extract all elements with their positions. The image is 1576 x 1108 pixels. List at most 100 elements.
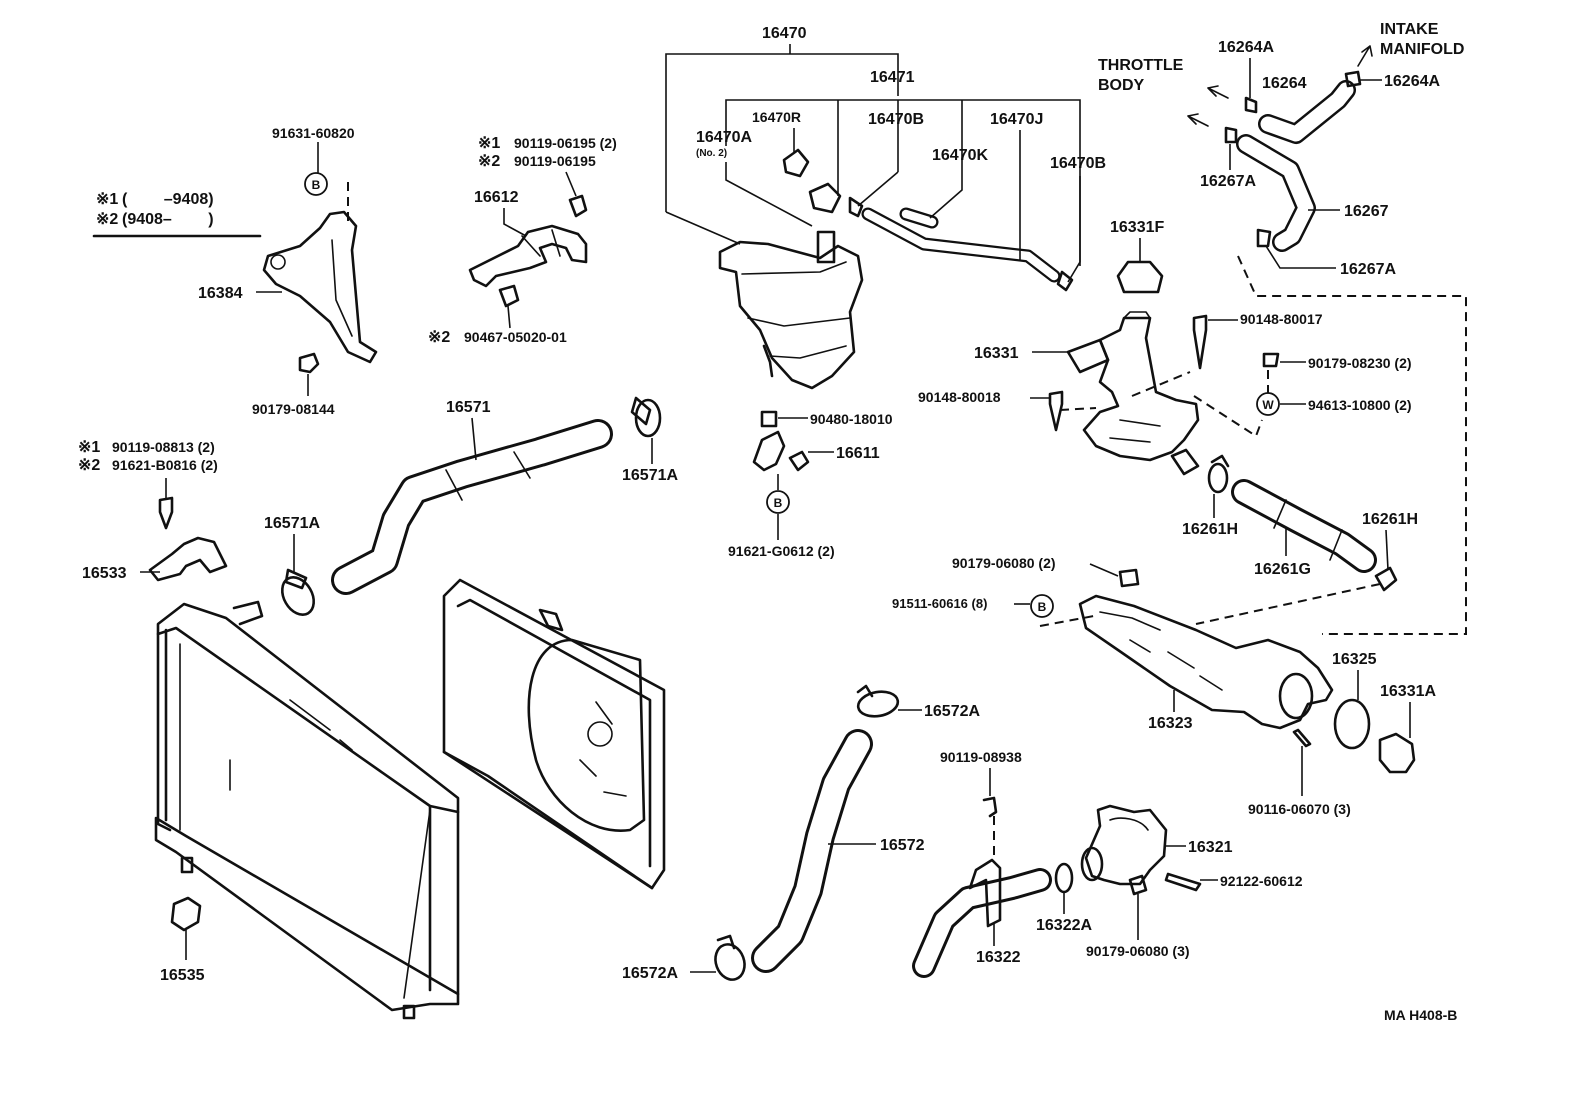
note2-mark-c: ※2 bbox=[78, 457, 100, 474]
arrow-to-throttle-b bbox=[1187, 113, 1209, 127]
part-label-16571-group: 16571 16571A 16571A bbox=[264, 399, 678, 572]
nut-90179-08230 bbox=[1262, 352, 1280, 368]
label-16470K: 16470K bbox=[932, 147, 988, 164]
outlet-lower-spigot bbox=[1170, 448, 1200, 476]
stud-92122-60612 bbox=[1164, 872, 1202, 892]
part-label-16331-group: 16331F 90148-80017 16331 90179-08230 (2)… bbox=[918, 219, 1412, 416]
bolt-90119-08813 bbox=[158, 496, 174, 530]
washer-w-symbol bbox=[1256, 392, 1280, 416]
label-16331: 16331 bbox=[974, 345, 1019, 362]
bracket-16384-body bbox=[262, 210, 378, 364]
water-inlet-opening bbox=[1080, 846, 1104, 882]
part-label-91631-60820: 91631-60820 B bbox=[272, 125, 355, 196]
label-16264A-a: 16264A bbox=[1218, 39, 1274, 56]
part-label-16611-group: 90480-18010 16611 B 91621-G0612 (2) bbox=[728, 411, 893, 559]
part-label-90179-08144: 90179-08144 bbox=[252, 352, 335, 417]
label-90148-80017: 90148-80017 bbox=[1240, 311, 1323, 327]
label-90148-80018: 90148-80018 bbox=[918, 389, 1001, 405]
arrow-to-intake bbox=[1357, 45, 1373, 67]
part-label-16323-group: 90179-06080 (2) 91511-60616 (8) B 16323 … bbox=[892, 555, 1436, 817]
hose-16264 bbox=[1244, 70, 1362, 144]
label-16571: 16571 bbox=[446, 399, 491, 416]
label-16267A-b: 16267A bbox=[1340, 261, 1396, 278]
radiator-lower-tank bbox=[154, 816, 460, 1012]
label-91511-60616: 91511-60616 (8) bbox=[892, 596, 987, 611]
label-16331A: 16331A bbox=[1380, 683, 1436, 700]
bolt-90119-06195 bbox=[568, 194, 588, 218]
label-16325: 16325 bbox=[1332, 651, 1377, 668]
bracket-16533 bbox=[148, 496, 228, 582]
gasket-16325 bbox=[1333, 698, 1371, 750]
label-16384: 16384 bbox=[198, 285, 243, 302]
part-label-90119-06195: ※1 90119-06195 (2) ※2 90119-06195 bbox=[478, 135, 617, 197]
water-inlet-bracket bbox=[968, 858, 1002, 928]
radiator-upper-tank bbox=[156, 602, 460, 814]
label-16572: 16572 bbox=[880, 837, 925, 854]
fan-shroud-inner-edge bbox=[456, 598, 652, 868]
leader-16470-tank bbox=[665, 211, 741, 245]
radiator-inlet-neck bbox=[232, 600, 264, 626]
arrow-to-throttle-a bbox=[1207, 85, 1229, 99]
label-16571A-b: 16571A bbox=[264, 515, 320, 532]
drain-cock-16535 bbox=[170, 896, 202, 932]
label-16264A-b: 16264A bbox=[1384, 73, 1440, 90]
fan-shroud-ring bbox=[527, 638, 646, 832]
part-label-inlet-group: 90119-08938 16321 92122-60612 16322A 163… bbox=[940, 749, 1303, 966]
overflow-hose-16470J-inner bbox=[863, 209, 1059, 281]
hose-16571-inner bbox=[334, 422, 610, 592]
bolt-90148-80017 bbox=[1192, 314, 1208, 370]
hose-to-housing-guide bbox=[1195, 583, 1381, 625]
hose-clamp-16572A-a bbox=[856, 690, 900, 718]
label-16470: 16470 bbox=[762, 25, 807, 42]
bolt-b-symbol-2 bbox=[766, 490, 790, 514]
leader-16470A bbox=[725, 162, 813, 227]
label-90119-08938: 90119-08938 bbox=[940, 749, 1022, 765]
label-91631-60820: 91631-60820 bbox=[272, 125, 355, 141]
label-90116-06070: 90116-06070 (3) bbox=[1248, 801, 1351, 817]
clamp-16611 bbox=[752, 410, 810, 472]
cap-16470A bbox=[808, 182, 842, 214]
note1-mark-a: ※1 bbox=[478, 135, 500, 152]
label-16322: 16322 bbox=[976, 949, 1021, 966]
hose-clamp-16572A-b bbox=[714, 943, 746, 981]
hose-16261G-inner bbox=[1234, 482, 1374, 570]
bolt-b-symbol-3 bbox=[1030, 594, 1054, 618]
part-label-16261-group: 16261H 16261G 16261H bbox=[1182, 494, 1418, 578]
clamp-16612-ribs bbox=[521, 229, 561, 257]
reservoir-tank-foot bbox=[762, 344, 774, 378]
leader-16470B-clip bbox=[857, 171, 899, 207]
label-16267A-a: 16267A bbox=[1200, 173, 1256, 190]
reservoir-tank-body bbox=[718, 240, 864, 390]
hose-16571-sleeve bbox=[445, 451, 531, 501]
bracket-16384-rib bbox=[331, 239, 353, 337]
bracket-16384-hole bbox=[270, 254, 286, 270]
label-92122-60612: 92122-60612 bbox=[1220, 873, 1303, 889]
housing-guide-a bbox=[1039, 615, 1095, 627]
figure-code: MA H408-B bbox=[1384, 1007, 1457, 1023]
clip-16264A-a bbox=[1244, 96, 1258, 114]
label-90119-06195-2: 90119-06195 (2) bbox=[514, 135, 617, 151]
clamp-16611-bracket bbox=[752, 430, 786, 472]
label-16572A-b: 16572A bbox=[622, 965, 678, 982]
bolt-b-letter-2: B bbox=[774, 496, 783, 510]
fan-shroud-bottom bbox=[442, 750, 654, 890]
part-label-16470-group: 16470 16471 16470R 16470A (No. 2) 16470B… bbox=[665, 25, 1106, 283]
label-16331F: 16331F bbox=[1110, 219, 1164, 236]
bolt-b-letter-3: B bbox=[1038, 600, 1047, 614]
outlet-guide-a bbox=[1131, 371, 1191, 397]
hose-clamp-16261H-a-tab bbox=[1210, 454, 1230, 468]
reservoir-tank-ribs bbox=[741, 261, 851, 359]
legend-note2-range: (9408– ) bbox=[122, 211, 214, 228]
outlet-ribs bbox=[1109, 419, 1161, 443]
part-label-16612: 16612 bbox=[474, 189, 527, 237]
water-outlet-16331 bbox=[1048, 260, 1280, 476]
hose-clamp-16261H-b bbox=[1374, 566, 1398, 592]
label-16321: 16321 bbox=[1188, 839, 1233, 856]
label-16261H-a: 16261H bbox=[1182, 521, 1238, 538]
bolt-b-letter: B bbox=[312, 178, 321, 192]
fan-blades bbox=[579, 701, 627, 797]
label-16535: 16535 bbox=[160, 967, 205, 984]
label-16470R: 16470R bbox=[752, 109, 801, 125]
leader-16612 bbox=[503, 208, 527, 237]
